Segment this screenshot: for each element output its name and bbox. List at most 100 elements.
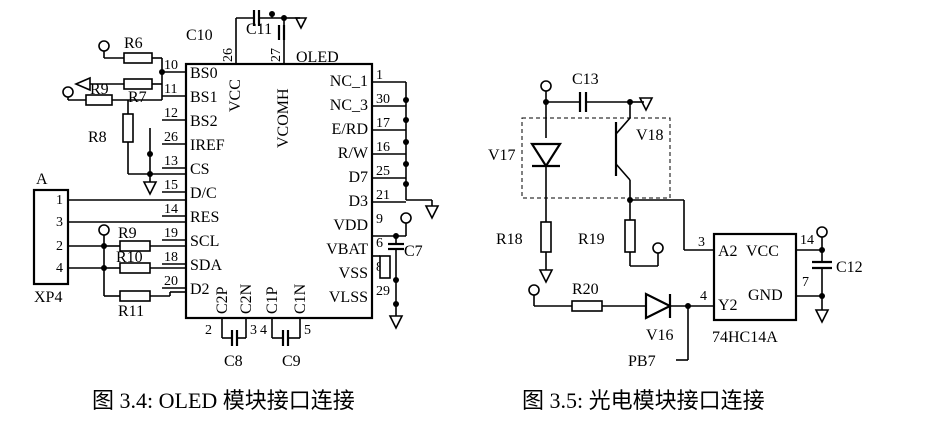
pin-num-c2n: 3 xyxy=(250,323,257,338)
label-r6: R6 xyxy=(124,35,143,52)
pin-num-top-vcomh: 27 xyxy=(269,48,284,62)
label-c11: C11 xyxy=(246,21,272,38)
caption-fig-3-5: 图 3.5: 光电模块接口连接 xyxy=(522,388,765,413)
oled-left-pin: 18 SDA xyxy=(162,250,222,274)
oled-left-pin-num: 13 xyxy=(164,154,178,169)
oled-left-pin-name: BS2 xyxy=(190,113,218,130)
oled-right-pin-num: 17 xyxy=(376,116,390,131)
label-v18: V18 xyxy=(636,127,664,144)
pin-name-c1n: C1N xyxy=(292,283,309,314)
oled-left-pin: 14 RES xyxy=(162,202,219,226)
oled-right-pin: 21 D3 xyxy=(348,188,406,210)
oled-right-pin-num: 1 xyxy=(376,68,383,83)
label-c12: C12 xyxy=(836,259,863,276)
label-r7: R7 xyxy=(128,89,147,106)
conn-pin-3: 3 xyxy=(56,215,63,230)
ic-pinnum-7: 7 xyxy=(802,275,809,290)
pin-name-c1p: C1P xyxy=(264,286,281,314)
oled-left-pin: 20 D2 xyxy=(162,274,210,298)
oled-right-pin-name: NC_3 xyxy=(330,97,368,114)
oled-right-pin-name: VBAT xyxy=(326,241,368,258)
oled-right-network: C7 xyxy=(372,82,440,330)
caption-fig-3-4: 图 3.4: OLED 模块接口连接 xyxy=(92,388,355,413)
label-pb7: PB7 xyxy=(628,353,656,370)
ic-pinnum-14: 14 xyxy=(800,233,814,248)
ic-pin-y2: Y2 xyxy=(718,297,738,314)
connector-ref: XP4 xyxy=(34,289,62,306)
label-r11: R11 xyxy=(118,303,144,320)
oled-left-pin-name: BS1 xyxy=(190,89,218,106)
label-r8: R8 xyxy=(88,129,107,146)
ic-pin-gnd: GND xyxy=(748,287,783,304)
oled-right-pin-name: D7 xyxy=(348,169,368,186)
oled-bottom-pins: C2P C2N C1P C1N 2 3 4 5 C8 C9 xyxy=(205,283,311,370)
label-r20: R20 xyxy=(572,281,599,298)
label-c8: C8 xyxy=(224,353,243,370)
oled-left-pin-name: SDA xyxy=(190,257,222,274)
label-r9-bottom: R9 xyxy=(118,225,137,242)
oled-right-pin-name: D3 xyxy=(348,193,368,210)
label-r19: R19 xyxy=(578,231,605,248)
oled-right-pin-num: 29 xyxy=(376,284,390,299)
oled-right-pin-name: R/W xyxy=(338,145,369,162)
ic-74hc14a-body xyxy=(712,232,798,322)
ic-pin-vcc: VCC xyxy=(746,243,779,260)
oled-right-pin: 8VSS xyxy=(339,260,383,282)
oled-ic-body xyxy=(184,62,374,320)
label-v16: V16 xyxy=(646,327,674,344)
oled-right-pin-name: VSS xyxy=(339,265,368,282)
oled-left-pin-num: 19 xyxy=(164,226,178,241)
sensor-enclosure xyxy=(521,117,671,199)
oled-right-pin: 25 D7 xyxy=(348,164,406,186)
pin-name-vcc: VCC xyxy=(227,79,244,112)
conn-pin-1: 1 xyxy=(56,193,63,208)
label-c13: C13 xyxy=(572,71,599,88)
oled-left-pin-num: 26 xyxy=(164,130,178,145)
oled-left-pin-name: RES xyxy=(190,209,219,226)
oled-right-pin-name: NC_1 xyxy=(330,73,368,90)
oled-chip-name: OLED xyxy=(296,49,339,66)
photo-schematic: C13 V17 V18 R18 R19 xyxy=(488,71,863,370)
oled-top-pins: 26 27 VCC VCOMH C10 C11 xyxy=(186,10,308,148)
ic-name: 74HC14A xyxy=(712,329,778,346)
label-c9: C9 xyxy=(282,353,301,370)
oled-left-pin-name: BS0 xyxy=(190,65,218,82)
oled-left-pin-name: D2 xyxy=(190,281,210,298)
oled-left-pin-num: 14 xyxy=(164,202,178,217)
ic-pinnum-3: 3 xyxy=(698,235,705,250)
pin-name-c2p: C2P xyxy=(214,286,231,314)
oled-right-pin-name: E/RD xyxy=(332,121,368,138)
connector-name: A xyxy=(36,171,48,188)
oled-right-pin-num: 21 xyxy=(376,188,390,203)
ic-pinnum-4: 4 xyxy=(700,289,707,304)
oled-right-pin-num: 9 xyxy=(376,212,383,227)
oled-left-pin: 12 BS2 xyxy=(162,106,218,130)
oled-left-pin-name: D/C xyxy=(190,185,217,202)
oled-left-pin-num: 12 xyxy=(164,106,178,121)
oled-left-pin-name: IREF xyxy=(190,137,225,154)
conn-pin-4: 4 xyxy=(56,261,63,276)
pin-num-c2p: 2 xyxy=(205,323,212,338)
pin-name-vcomh: VCOMH xyxy=(275,88,292,148)
label-v17: V17 xyxy=(488,147,516,164)
oled-right-pin-num: 25 xyxy=(376,164,390,179)
oled-right-pin-num: 16 xyxy=(376,140,390,155)
pin-num-c1p: 4 xyxy=(260,323,267,338)
oled-left-pin-num: 18 xyxy=(164,250,178,265)
oled-left-pin-num: 20 xyxy=(164,274,178,289)
label-r9-top: R9 xyxy=(90,81,109,98)
oled-left-pin: 26 IREF xyxy=(162,130,225,154)
pin-num-c1n: 5 xyxy=(304,323,311,338)
conn-pin-2: 2 xyxy=(56,239,63,254)
